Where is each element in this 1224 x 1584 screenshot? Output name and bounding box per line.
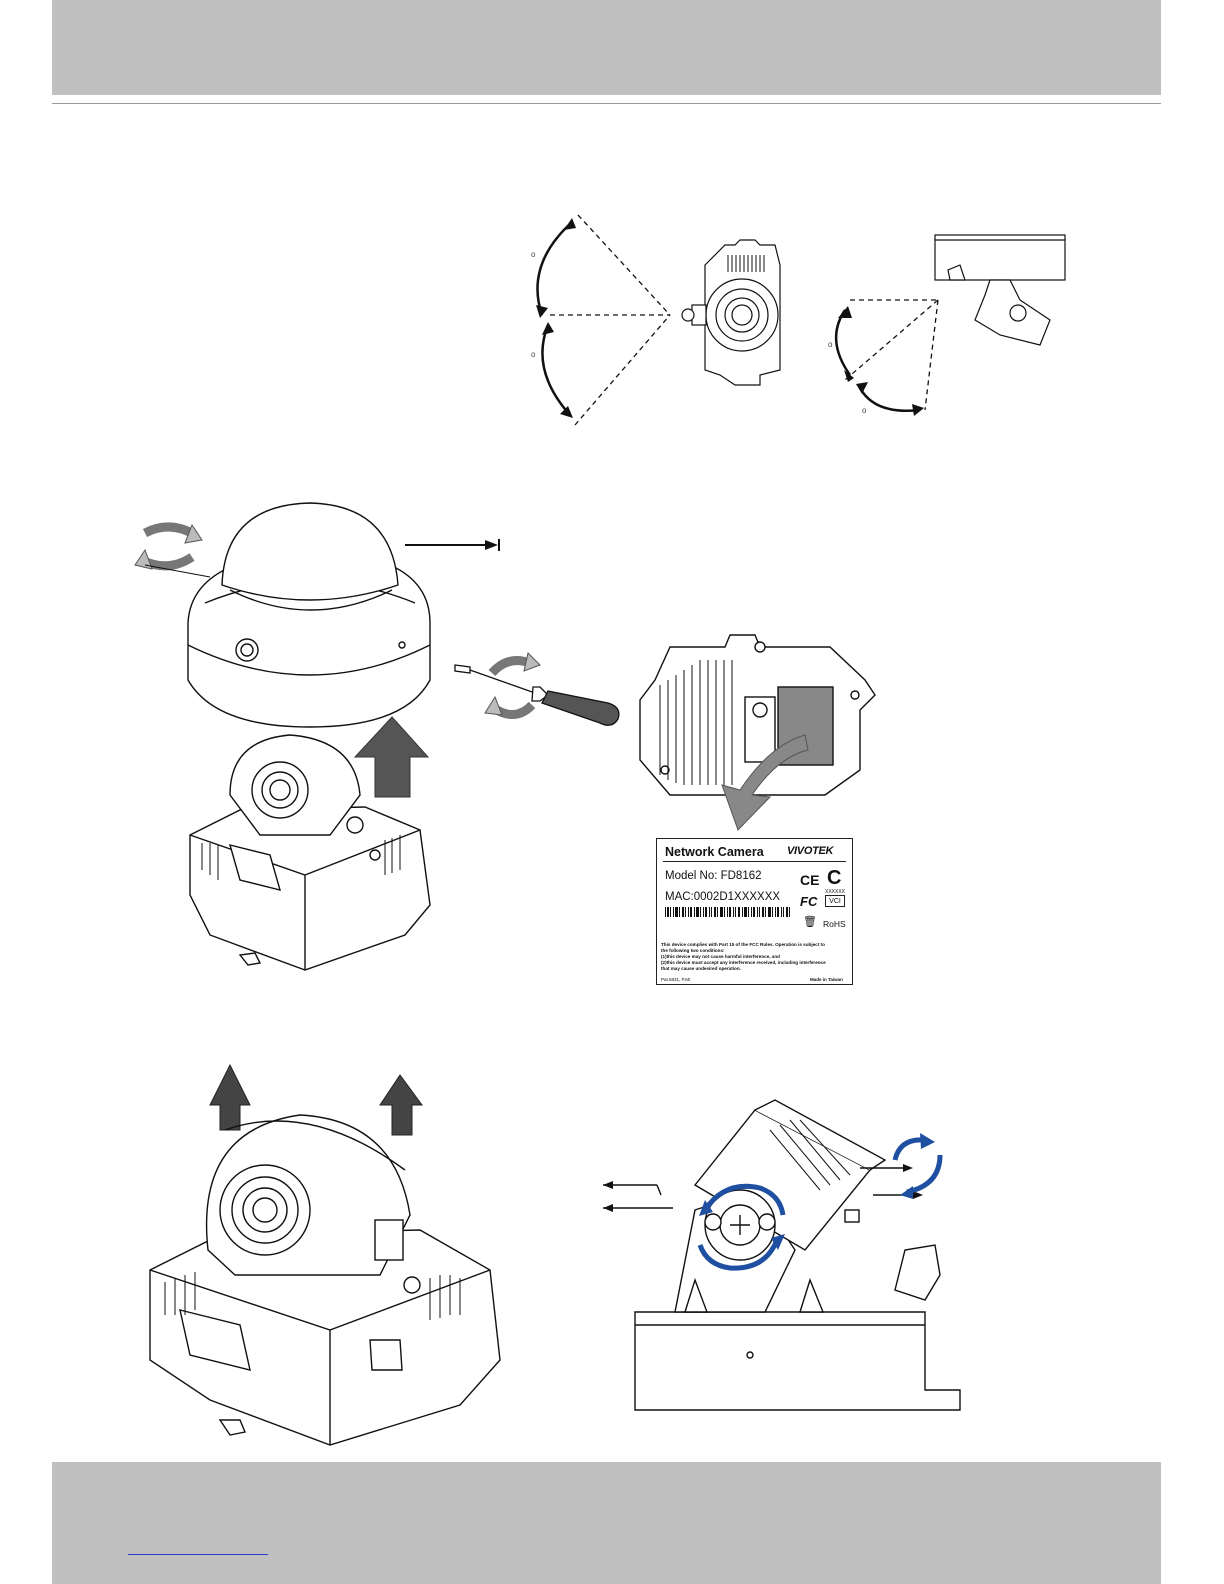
degree-mark-1: o bbox=[531, 250, 536, 259]
lens-rotation-diagram bbox=[595, 1099, 965, 1415]
tilt-angle-diagram bbox=[520, 210, 1080, 435]
leader-arrow bbox=[405, 539, 500, 551]
dome-removal-svg bbox=[134, 502, 620, 971]
mac-address: MAC:0002D1XXXXXX bbox=[665, 891, 781, 903]
degree-mark-3: o bbox=[828, 340, 833, 349]
screwdriver-icon bbox=[454, 664, 620, 726]
fcc-mark: FC bbox=[800, 894, 818, 909]
rotate-arrow-icon-blue-right bbox=[892, 1137, 943, 1195]
product-label: Network Camera VIVOTEK Model No: FD8162 … bbox=[656, 838, 853, 985]
inner-cover-svg bbox=[149, 1063, 501, 1446]
inner-cover-removal-diagram bbox=[140, 1060, 510, 1455]
rohs-mark: RoHS bbox=[823, 919, 846, 929]
fcc-compliance-text: This device complies with Part 15 of the… bbox=[661, 942, 826, 971]
dome-cover-removal-diagram bbox=[130, 495, 640, 985]
page-header-band bbox=[52, 0, 1161, 95]
page-footer-band bbox=[52, 1462, 1161, 1584]
tilt-angle-svg bbox=[536, 214, 1066, 426]
up-arrow-icon bbox=[353, 716, 430, 798]
label-title: Network Camera bbox=[665, 845, 764, 859]
weee-bin-icon: 🗑 bbox=[803, 916, 817, 928]
part-number: Pat.6831, P.Mr bbox=[661, 977, 691, 982]
label-location-diagram bbox=[630, 625, 890, 840]
rotate-arrow-icon-blue-center bbox=[697, 1183, 786, 1271]
rotate-arrow-icon-left bbox=[134, 522, 211, 578]
up-arrow-icon-right bbox=[379, 1074, 423, 1136]
degree-mark-2: o bbox=[531, 350, 536, 359]
c-tick-mark: C bbox=[827, 867, 842, 889]
footer-link-underline[interactable] bbox=[128, 1554, 268, 1555]
model-number: Model No: FD8162 bbox=[665, 870, 762, 882]
header-rule bbox=[52, 103, 1161, 104]
brand-logo: VIVOTEK bbox=[787, 845, 834, 857]
curved-arrow-icon bbox=[721, 734, 809, 831]
vci-mark: VCI bbox=[825, 895, 845, 907]
barcode bbox=[665, 907, 790, 917]
c-tick-code: XXXXXX bbox=[825, 889, 846, 895]
made-in: Made in Taiwan bbox=[810, 977, 843, 982]
rotate-arrow-icon-right bbox=[484, 652, 541, 719]
back-plate-svg bbox=[639, 634, 876, 831]
lens-rotation-svg bbox=[603, 1099, 961, 1411]
label-rule bbox=[663, 861, 846, 862]
ce-mark: CE bbox=[800, 872, 820, 888]
up-arrow-icon-left bbox=[209, 1063, 251, 1131]
degree-mark-4: o bbox=[862, 406, 867, 415]
